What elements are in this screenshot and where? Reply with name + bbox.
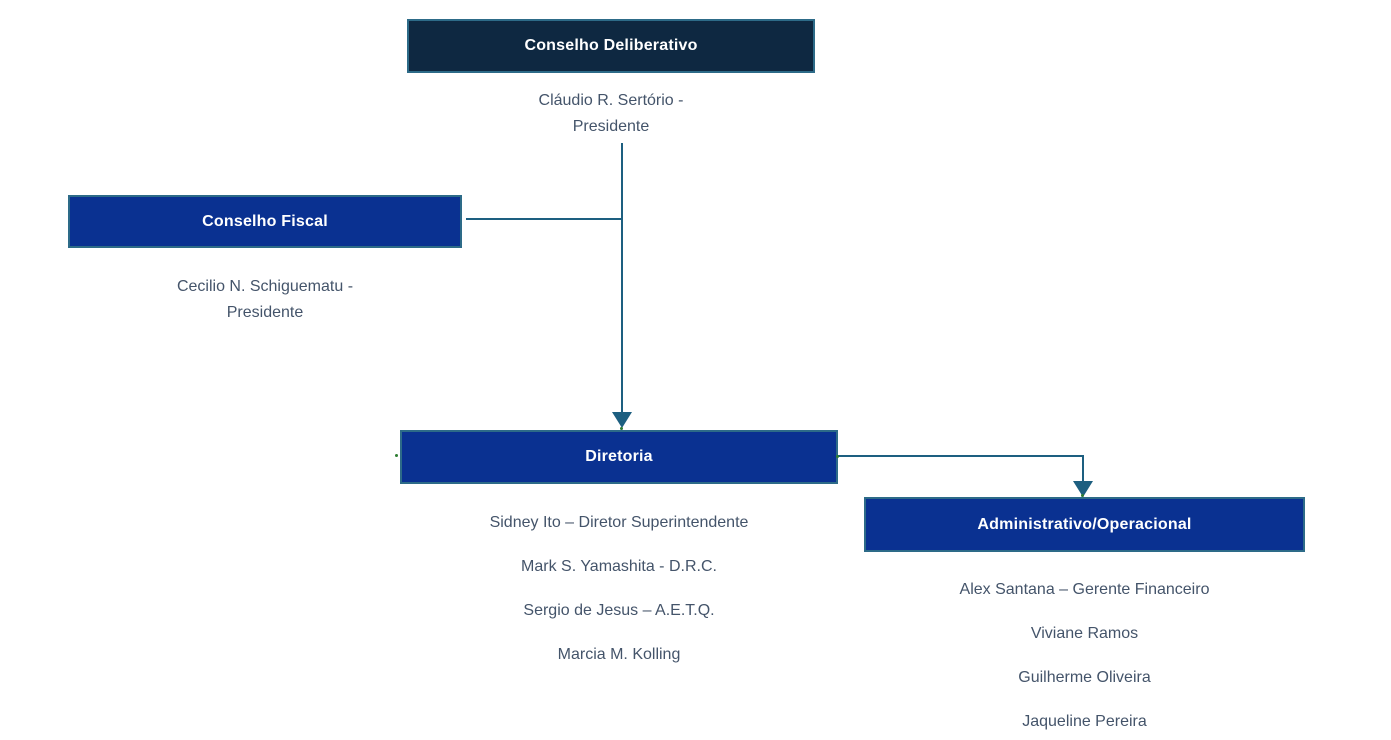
connection-point-dot [836,455,839,458]
conselho-fiscal-caption-line1: Cecilio N. Schiguematu - [176,278,354,295]
node-conselho-deliberativo: Conselho Deliberativo [407,19,815,73]
conselho-deliberativo-caption-line2: Presidente [572,118,650,135]
connector-fiscal-to-main-line [466,217,623,220]
conselho-deliberativo-caption-line1: Cláudio R. Sertório - [538,92,684,109]
administrativo-member-list: Alex Santana – Gerente Financeiro Vivian… [864,568,1305,740]
arrowhead-down-icon [612,412,632,428]
administrativo-member: Viviane Ramos [1030,625,1139,642]
conselho-deliberativo-caption: Cláudio R. Sertório - Presidente [407,88,815,140]
connection-point-dot [620,427,623,430]
connection-point-dot [395,454,398,457]
conselho-fiscal-caption-line2: Presidente [226,304,304,321]
connector-diretoria-to-admin-horizontal [838,454,1084,457]
connector-diretoria-to-admin-vertical [1081,454,1084,482]
diretoria-member: Marcia M. Kolling [557,646,681,663]
diretoria-member: Sergio de Jesus – A.E.T.Q. [523,602,715,619]
conselho-fiscal-caption: Cecilio N. Schiguematu - Presidente [68,274,462,326]
node-diretoria: Diretoria [400,430,838,484]
administrativo-member: Jaqueline Pereira [1022,713,1147,730]
node-conselho-fiscal-title: Conselho Fiscal [202,212,328,230]
node-diretoria-title: Diretoria [585,448,653,465]
connection-point-dot [1081,494,1084,497]
node-administrativo-operacional: Administrativo/Operacional [864,497,1305,552]
node-conselho-fiscal: Conselho Fiscal [68,195,462,248]
diretoria-member-list: Sidney Ito – Diretor Superintendente Mar… [400,501,838,677]
arrowhead-down-icon [1073,481,1093,497]
node-conselho-deliberativo-title: Conselho Deliberativo [524,37,698,54]
administrativo-member: Guilherme Oliveira [1018,669,1151,686]
administrativo-member: Alex Santana – Gerente Financeiro [959,581,1210,598]
node-administrativo-operacional-title: Administrativo/Operacional [977,515,1192,533]
connector-deliberativo-to-diretoria [620,143,623,412]
diretoria-member: Sidney Ito – Diretor Superintendente [489,514,749,531]
diretoria-member: Mark S. Yamashita - D.R.C. [521,558,717,575]
